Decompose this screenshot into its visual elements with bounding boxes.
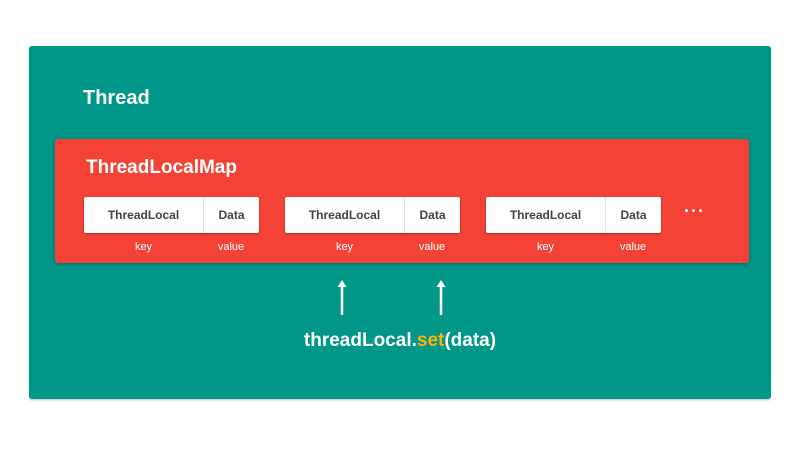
value-caption: value	[418, 241, 446, 253]
entry-key-cell: ThreadLocal	[285, 197, 405, 233]
entry-cells: ThreadLocal Data	[84, 197, 259, 233]
entry-value-cell: Data	[218, 208, 245, 222]
key-caption: key	[536, 241, 555, 253]
entry-cells: ThreadLocal Data	[285, 197, 460, 233]
up-arrow-icon	[337, 280, 347, 315]
key-caption: key	[134, 241, 153, 253]
threadlocalmap-title: ThreadLocalMap	[86, 157, 237, 178]
code-object: threadLocal.	[303, 330, 417, 351]
entry-captions: key value	[84, 238, 259, 256]
thread-container: Thread ThreadLocalMap ThreadLocal Data k…	[29, 46, 771, 399]
code-snippet: threadLocal.set(data)	[29, 329, 771, 353]
code-method: set	[416, 330, 445, 351]
key-caption: key	[335, 241, 354, 253]
value-caption: value	[619, 241, 647, 253]
entry-key-cell: ThreadLocal	[486, 197, 606, 233]
map-entry-2: ThreadLocal Data key value	[285, 197, 460, 261]
entry-captions: key value	[486, 238, 661, 256]
up-arrow-icon	[436, 280, 446, 315]
entry-value-cell: Data	[419, 208, 446, 222]
entry-value-cell: Data	[620, 208, 647, 222]
threadlocalmap-container: ThreadLocalMap ThreadLocal Data key valu…	[55, 139, 749, 263]
entry-captions: key value	[285, 238, 460, 256]
entry-cells: ThreadLocal Data	[486, 197, 661, 233]
more-entries-ellipsis: ···	[684, 201, 705, 221]
map-entry-3: ThreadLocal Data key value	[486, 197, 661, 261]
map-entry-1: ThreadLocal Data key value	[84, 197, 259, 261]
value-caption: value	[217, 241, 245, 253]
thread-title: Thread	[83, 87, 150, 109]
code-args: (data)	[444, 330, 497, 351]
entry-key-cell: ThreadLocal	[84, 197, 204, 233]
